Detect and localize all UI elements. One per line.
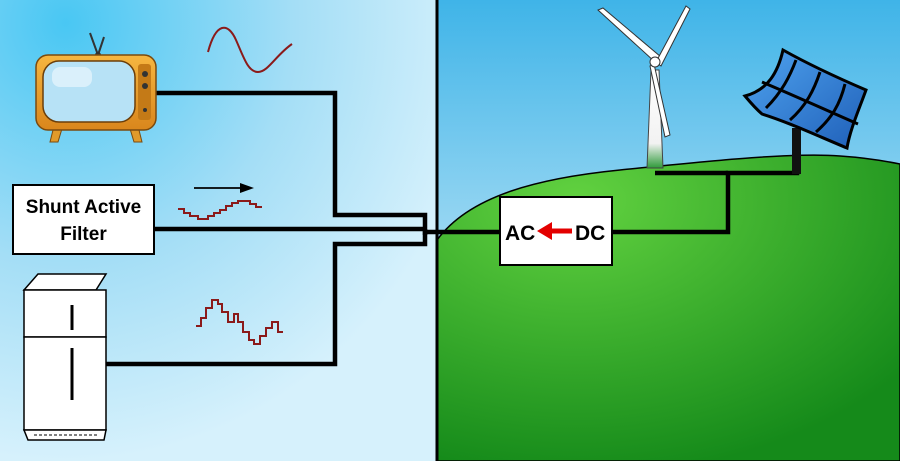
direction-arrow <box>194 183 254 193</box>
fridge-icon <box>22 273 108 441</box>
fridge-wire <box>106 229 428 367</box>
ac-label: AC <box>505 222 535 245</box>
wires <box>106 90 800 367</box>
sine-waveform <box>207 26 293 74</box>
shunt-active-filter-box: Shunt Active Filter <box>12 184 155 255</box>
converter-box: AC DC <box>499 196 613 266</box>
conversion-arrow <box>537 222 572 240</box>
filter-label-line1: Shunt Active <box>26 197 141 218</box>
dc-label: DC <box>575 222 605 245</box>
filter-label-line2: Filter <box>60 224 107 245</box>
waveforms <box>178 26 293 345</box>
solar-panel-icon <box>742 47 868 174</box>
compensation-waveform <box>178 200 262 220</box>
tv-wire <box>156 90 428 235</box>
tv-icon <box>35 32 157 143</box>
wind-turbine-icon <box>597 5 691 169</box>
distorted-current-waveform <box>196 299 283 345</box>
